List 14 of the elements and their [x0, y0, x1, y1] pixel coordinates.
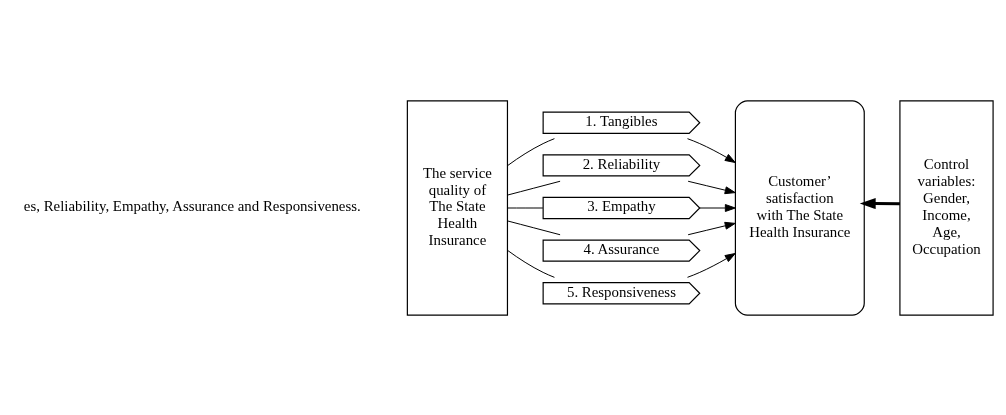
arrow — [687, 221, 736, 235]
connector — [507, 249, 555, 278]
arrow — [687, 252, 736, 278]
node-box: Control variables: Gender, Income, Age, Occupation — [899, 99, 994, 316]
arrow — [859, 197, 900, 209]
arrow — [687, 137, 736, 163]
label: es, Reliability, Empathy, Assurance and Responsiveness. — [23, 197, 361, 214]
arrow — [699, 203, 736, 212]
arrow — [687, 180, 736, 194]
node-box: The service quality of The State Health Insurance — [406, 99, 509, 316]
connector — [507, 137, 555, 166]
connector — [507, 180, 561, 195]
connector — [507, 207, 544, 208]
node-box: Customer’ satisfaction with The State Health Insurance — [734, 99, 865, 316]
